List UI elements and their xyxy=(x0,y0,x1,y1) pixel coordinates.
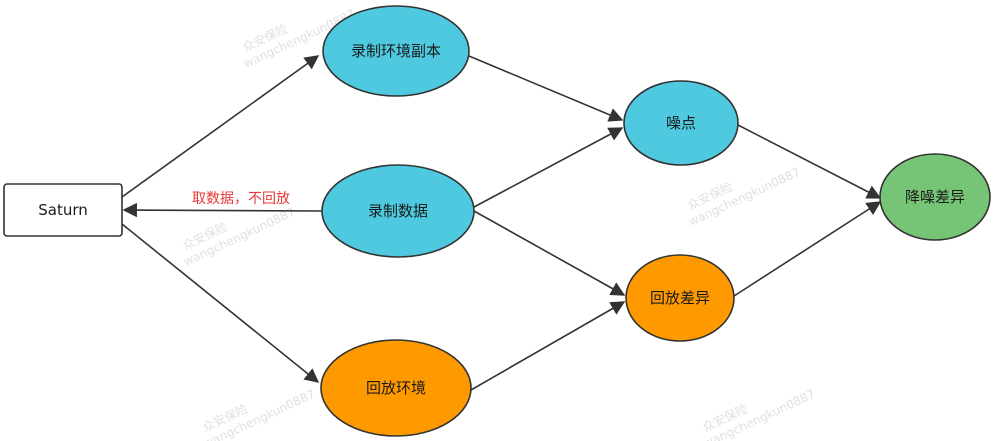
node-replay-diff[interactable]: 回放差异 xyxy=(625,254,735,342)
edge-label-fetch-no-replay: 取数据，不回放 xyxy=(192,191,290,207)
edge-record-data-to-replay-diff xyxy=(473,210,626,296)
node-denoise-diff-label: 降噪差异 xyxy=(905,188,965,206)
node-saturn-label: Saturn xyxy=(38,201,88,219)
node-record-env-shape xyxy=(322,5,470,97)
edge-replay-env-to-replay-diff xyxy=(470,301,626,391)
watermark: 众安保险 wangchengkun0887 xyxy=(200,387,317,441)
node-noise[interactable]: 噪点 xyxy=(623,80,739,166)
node-record-data-label: 录制数据 xyxy=(368,202,428,220)
node-noise-shape xyxy=(623,80,739,166)
node-record-env-label: 录制环境副本 xyxy=(351,42,441,60)
node-record-env[interactable]: 录制环境副本 xyxy=(322,5,470,97)
node-saturn[interactable]: Saturn xyxy=(3,183,123,237)
edge-noise-to-denoise-diff xyxy=(737,124,882,199)
node-saturn-box xyxy=(3,183,123,237)
node-replay-env-shape xyxy=(320,339,472,437)
node-denoise-diff[interactable]: 降噪差异 xyxy=(879,153,991,241)
node-replay-diff-shape xyxy=(625,254,735,342)
watermark: 众安保险 wangchengkun0887 xyxy=(700,387,817,441)
node-record-data[interactable]: 录制数据 xyxy=(321,164,475,258)
edge-record-data-to-noise xyxy=(473,127,624,208)
edges xyxy=(121,55,882,391)
node-denoise-diff-shape xyxy=(879,153,991,241)
node-record-data-shape xyxy=(321,164,475,258)
edge-saturn-to-record-env xyxy=(121,55,320,198)
edge-saturn-to-replay-env xyxy=(121,223,320,383)
edge-record-env-to-noise xyxy=(468,55,624,122)
node-noise-label: 噪点 xyxy=(666,114,696,132)
node-replay-diff-label: 回放差异 xyxy=(650,289,710,307)
node-replay-env[interactable]: 回放环境 xyxy=(320,339,472,437)
node-replay-env-label: 回放环境 xyxy=(366,379,426,397)
edge-replay-diff-to-denoise-diff xyxy=(733,201,882,297)
edge-record-data-to-saturn xyxy=(122,202,323,218)
